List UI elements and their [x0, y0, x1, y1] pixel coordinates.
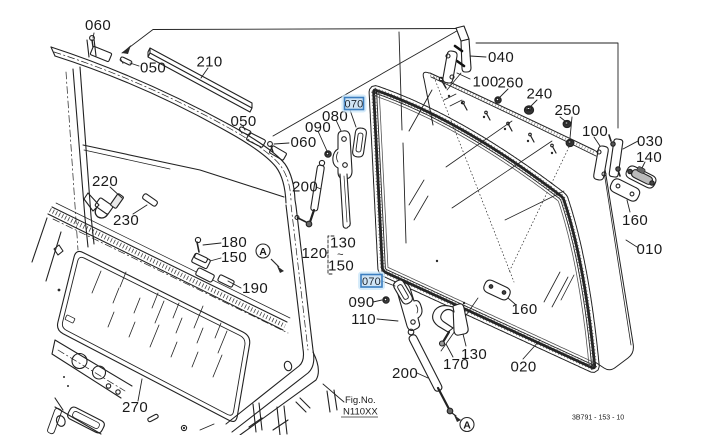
svg-text:130: 130	[461, 346, 487, 363]
svg-text:010: 010	[637, 241, 663, 258]
svg-text:3B791 - 153 - 10: 3B791 - 153 - 10	[572, 415, 624, 422]
svg-text:030: 030	[637, 133, 663, 150]
svg-text:060: 060	[85, 17, 111, 34]
svg-text:200: 200	[292, 179, 318, 196]
svg-text:260: 260	[498, 75, 524, 92]
svg-text:220: 220	[92, 173, 118, 190]
svg-text:250: 250	[555, 102, 581, 119]
svg-text:230: 230	[113, 212, 139, 229]
svg-text:180: 180	[221, 234, 247, 251]
svg-text:070: 070	[362, 276, 381, 288]
svg-text:100: 100	[473, 74, 499, 91]
svg-text:150: 150	[221, 249, 247, 266]
svg-text:050: 050	[231, 113, 257, 130]
svg-text:Fig.No.: Fig.No.	[345, 395, 376, 406]
svg-text:120: 120	[302, 245, 328, 262]
svg-text:270: 270	[122, 399, 148, 416]
svg-text:150: 150	[328, 258, 354, 275]
svg-text:A: A	[259, 246, 267, 258]
svg-text:070: 070	[345, 99, 364, 111]
svg-text:100: 100	[582, 123, 608, 140]
svg-text:160: 160	[512, 301, 538, 318]
svg-text:080: 080	[322, 108, 348, 125]
svg-text:200: 200	[392, 365, 418, 382]
svg-text:~: ~	[337, 249, 344, 261]
svg-text:090: 090	[305, 119, 331, 136]
svg-text:140: 140	[636, 149, 662, 166]
svg-text:020: 020	[511, 359, 537, 376]
svg-text:N110XX: N110XX	[343, 407, 378, 418]
svg-text:A: A	[463, 419, 471, 431]
svg-text:160: 160	[622, 212, 648, 229]
svg-text:050: 050	[140, 60, 166, 77]
svg-text:060: 060	[291, 134, 317, 151]
svg-text:240: 240	[527, 86, 553, 103]
svg-text:040: 040	[488, 49, 514, 66]
svg-text:090: 090	[349, 294, 375, 311]
svg-text:130: 130	[330, 235, 356, 252]
svg-text:190: 190	[242, 280, 268, 297]
svg-text:110: 110	[351, 311, 376, 328]
svg-text:210: 210	[197, 54, 223, 71]
svg-text:170: 170	[443, 356, 469, 373]
